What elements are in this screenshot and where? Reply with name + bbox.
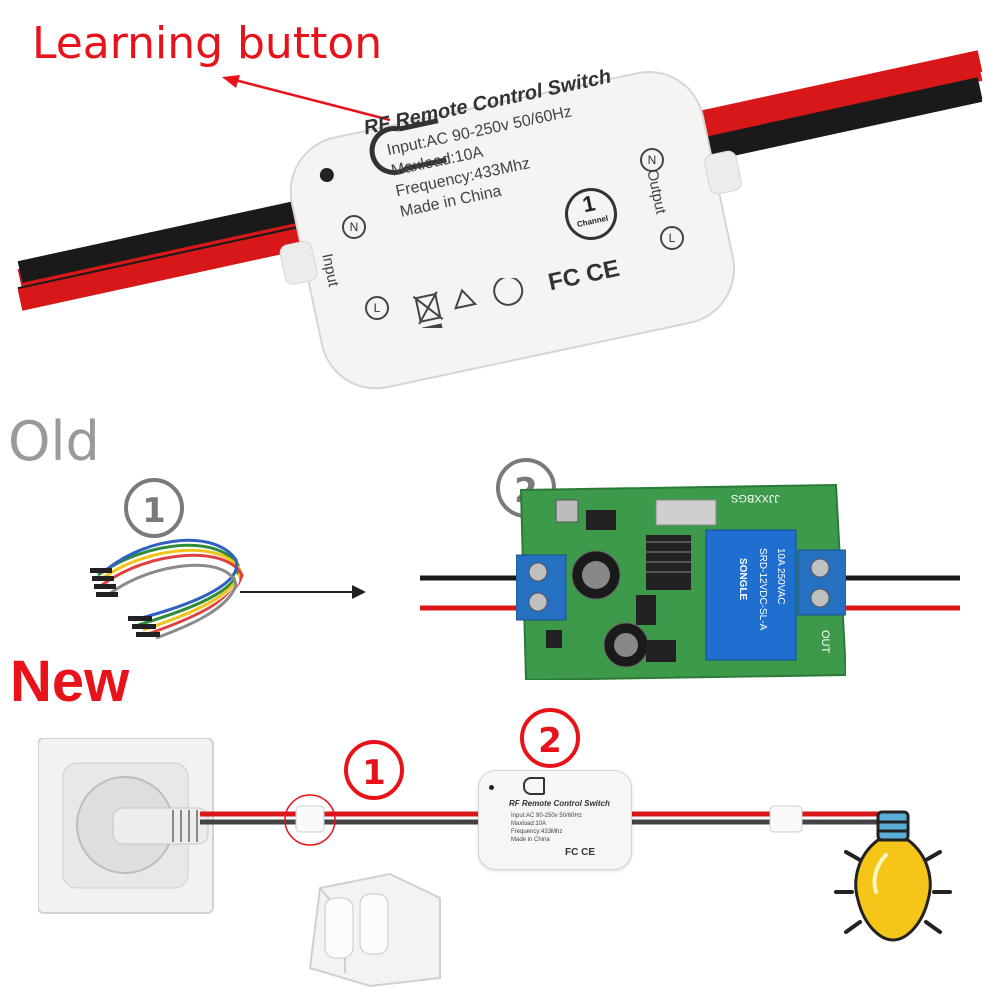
top-product-illustration <box>17 50 983 390</box>
lever-connector <box>308 872 441 988</box>
mini-spec-frequency: Frequency:433Mhz <box>511 829 563 835</box>
indicator-led <box>319 168 334 183</box>
chip-3 <box>636 595 656 625</box>
chip-2 <box>655 499 717 526</box>
new-step-2-badge: 2 <box>520 708 580 768</box>
light-bulb-icon <box>834 810 952 942</box>
pcb-out-label: OUT <box>819 630 831 654</box>
plug <box>112 807 209 845</box>
relay-spec-text: 10A 250VAC <box>775 548 786 605</box>
mini-learning-button-icon <box>523 777 545 795</box>
old-flow-arrow <box>240 585 366 599</box>
old-wires <box>420 575 960 611</box>
wire-connector-right <box>769 805 803 833</box>
mini-device-title: RF Remote Control Switch <box>509 799 610 808</box>
output-n-terminal: N <box>640 148 664 172</box>
rf-switch-module <box>279 71 742 390</box>
relay-component <box>705 529 797 661</box>
input-l-terminal: L <box>365 296 389 320</box>
output-l-terminal: L <box>660 226 684 250</box>
pcb-push-button <box>555 499 579 523</box>
pcb-board-code: JJXXBGS <box>731 492 780 504</box>
mini-spec-origin: Made in China <box>511 837 550 843</box>
recycle-icons <box>412 278 524 328</box>
mini-cert-marks: FC CE <box>565 847 595 858</box>
learning-button-icon <box>369 118 447 175</box>
rohs-icon <box>493 278 524 306</box>
weee-bin-icon <box>414 292 442 323</box>
wall-socket <box>38 738 214 914</box>
relay-brand: SONGLE <box>737 558 748 601</box>
input-n-terminal: N <box>342 215 366 239</box>
learning-button-caption: Learning button <box>32 18 383 69</box>
connector-highlight-circle <box>284 794 336 846</box>
jumper-wires-bundle <box>90 538 244 640</box>
relay-model-text: SRD-12VDC-SL-A <box>757 548 768 631</box>
chip-4 <box>646 640 676 662</box>
new-rf-module: RF Remote Control Switch Input:AC 90-250… <box>478 770 632 870</box>
mini-spec-input: Input:AC 90-250v 50/60Hz <box>511 813 582 819</box>
pointer-arrow-head <box>222 75 240 88</box>
new-step-1-badge: 1 <box>344 740 404 800</box>
mini-spec-maxload: Maxload:10A <box>511 821 547 827</box>
pointer-arrow-line <box>234 78 391 122</box>
old-section-title: Old <box>8 410 100 473</box>
mini-led <box>489 785 494 790</box>
old-step-1-badge: 1 <box>124 478 184 538</box>
pcb-relay-board: 10A 250VAC SRD-12VDC-SL-A SONGLE OUT JJX… <box>516 480 846 680</box>
chip-1 <box>586 510 616 530</box>
new-section-title: New <box>10 649 130 714</box>
recycle-icon <box>454 288 478 310</box>
wire-connector <box>295 805 325 833</box>
